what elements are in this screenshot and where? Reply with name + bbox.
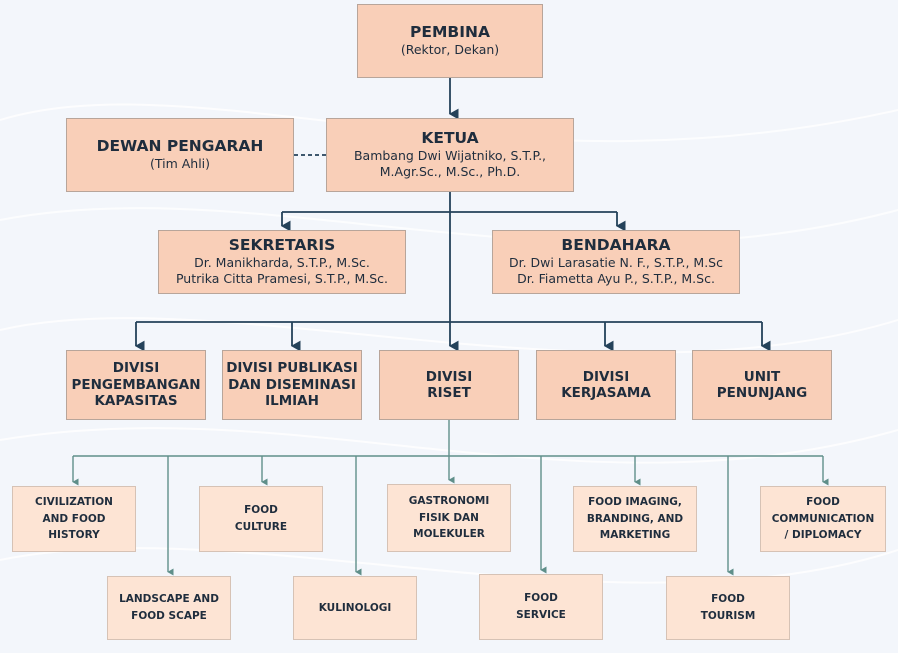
subunit-1-line-3: HISTORY [48, 529, 100, 542]
subunit-2-line-1: LANDSCAPE AND [119, 593, 219, 606]
subunit-5-line-2: FISIK DAN [419, 511, 479, 524]
subunit-3-line-2: CULTURE [234, 521, 288, 533]
ketua-title: KETUA [421, 129, 479, 148]
pembina-sub: (Rektor, Dekan) [400, 42, 500, 58]
dewan-title: DEWAN PENGARAH [96, 137, 264, 156]
subunit-5-line-1: GASTRONOMI [408, 494, 490, 507]
division-publikasi: DIVISI PUBLIKASI DAN DISEMINASI ILMIAH [222, 350, 362, 420]
subunit-8-line-1: FOOD [711, 593, 745, 606]
ketua-box: KETUA Bambang Dwi Wijatniko, S.T.P., M.A… [326, 118, 574, 192]
subunit-gastronomi: GASTRONOMI FISIK DAN MOLEKULER [387, 484, 511, 552]
subunit-7-line-3: MARKETING [599, 529, 671, 542]
division-4-line-1: DIVISI [582, 368, 630, 385]
division-3-line-1: DIVISI [425, 368, 473, 385]
division-2-line-1: DIVISI PUBLIKASI [226, 360, 358, 377]
subunit-food-imaging: FOOD IMAGING, BRANDING, AND MARKETING [573, 486, 697, 552]
dewan-sub: (Tim Ahli) [149, 156, 211, 172]
ketua-name-line-2: M.Agr.Sc., M.Sc., Ph.D. [379, 164, 521, 180]
ketua-name-line-1: Bambang Dwi Wijatniko, S.T.P., [353, 148, 547, 164]
division-1-line-1: DIVISI [112, 360, 160, 377]
division-5-line-2: PENUNJANG [716, 385, 808, 401]
subunit-food-culture: FOOD CULTURE [199, 486, 323, 552]
division-riset: DIVISI RISET [379, 350, 519, 420]
dewan-pengarah-box: DEWAN PENGARAH (Tim Ahli) [66, 118, 294, 192]
sekretaris-title: SEKRETARIS [228, 236, 336, 255]
sekretaris-name-1: Dr. Manikharda, S.T.P., M.Sc. [194, 255, 370, 271]
subunit-7-line-2: BRANDING, AND [586, 512, 684, 525]
subunit-food-communication: FOOD COMMUNICATION / DIPLOMACY [760, 486, 886, 552]
division-kerjasama: DIVISI KERJASAMA [536, 350, 676, 420]
subunit-civilization: CIVILIZATION AND FOOD HISTORY [12, 486, 136, 552]
division-1-line-3: KAPASITAS [94, 393, 178, 410]
subunit-5-line-3: MOLEKULER [413, 528, 485, 541]
division-3-line-2: RISET [427, 385, 471, 401]
subunit-food-service: FOOD SERVICE [479, 574, 603, 640]
pembina-box: PEMBINA (Rektor, Dekan) [357, 4, 543, 78]
division-5-line-1: UNIT [743, 368, 781, 385]
division-pengembangan-kapasitas: DIVISI PENGEMBANGAN KAPASITAS [66, 350, 206, 420]
subunit-food-tourism: FOOD TOURISM [666, 576, 790, 640]
division-2-line-3: ILMIAH [265, 393, 319, 410]
bendahara-name-2: Dr. Fiametta Ayu P., S.T.P., M.Sc. [517, 271, 715, 287]
sekretaris-box: SEKRETARIS Dr. Manikharda, S.T.P., M.Sc.… [158, 230, 406, 294]
subunit-kulinologi: KULINOLOGI [293, 576, 417, 640]
subunit-9-line-3: / DIPLOMACY [784, 529, 862, 542]
subunit-1-line-1: CIVILIZATION [35, 495, 113, 508]
unit-penunjang: UNIT PENUNJANG [692, 350, 832, 420]
division-4-line-2: KERJASAMA [561, 385, 651, 401]
subunit-6-line-1: FOOD [524, 592, 558, 605]
division-1-line-2: PENGEMBANGAN [71, 376, 201, 393]
bendahara-box: BENDAHARA Dr. Dwi Larasatie N. F., S.T.P… [492, 230, 740, 294]
bendahara-title: BENDAHARA [561, 236, 671, 255]
subunit-4-line-1: KULINOLOGI [318, 601, 392, 614]
subunit-landscape: LANDSCAPE AND FOOD SCAPE [107, 576, 231, 640]
subunit-2-line-2: FOOD SCAPE [131, 610, 207, 622]
bendahara-name-1: Dr. Dwi Larasatie N. F., S.T.P., M.Sc [508, 255, 723, 271]
subunit-9-line-2: COMMUNICATION [771, 512, 875, 525]
subunit-7-line-1: FOOD IMAGING, [588, 495, 682, 508]
subunit-9-line-1: FOOD [806, 495, 840, 508]
division-2-line-2: DAN DISEMINASI [228, 376, 356, 393]
subunit-6-line-2: SERVICE [516, 609, 566, 621]
subunit-8-line-2: TOURISM [700, 610, 756, 622]
subunit-3-line-1: FOOD [244, 504, 278, 517]
sekretaris-name-2: Putrika Citta Pramesi, S.T.P., M.Sc. [175, 271, 389, 287]
pembina-title: PEMBINA [410, 23, 490, 42]
subunit-1-line-2: AND FOOD [42, 512, 106, 525]
